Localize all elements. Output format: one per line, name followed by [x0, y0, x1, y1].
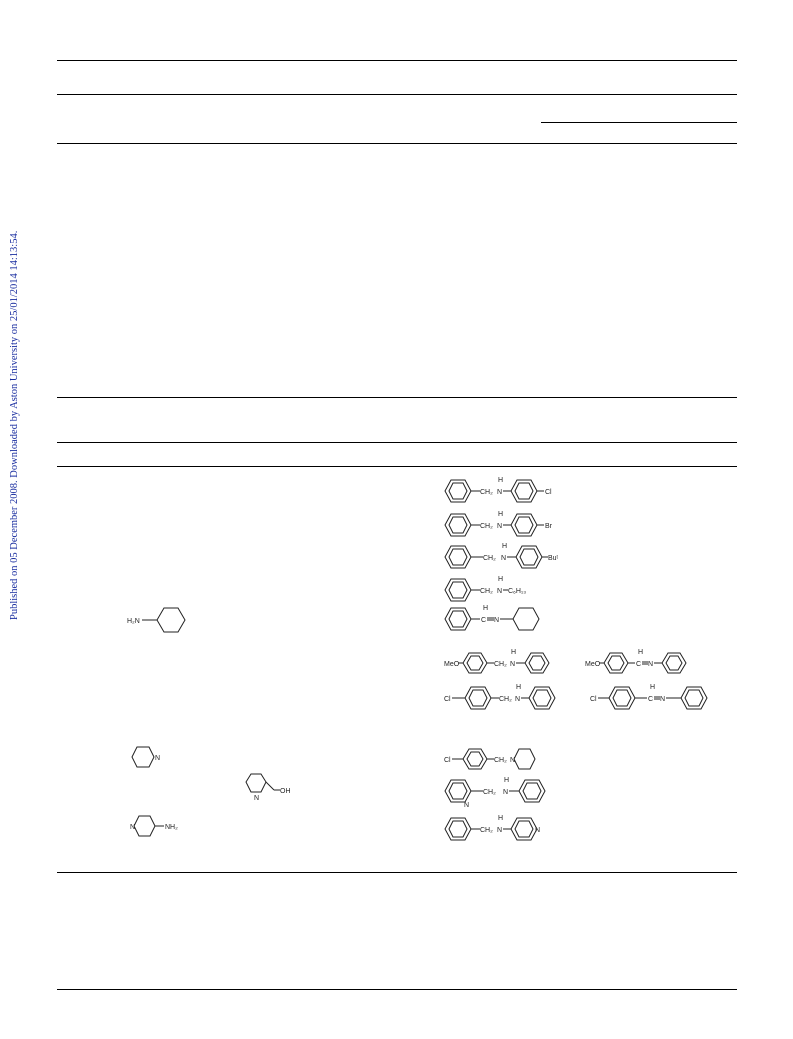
- svg-text:H: H: [483, 605, 488, 612]
- svg-text:MeO: MeO: [585, 661, 601, 668]
- svg-text:NH₂: NH₂: [165, 824, 178, 831]
- structure-product-chloro-amine: Cl CH₂ H N: [444, 684, 556, 710]
- svg-text:Cl: Cl: [590, 696, 597, 703]
- svg-text:MeO: MeO: [444, 661, 460, 668]
- svg-text:C₆H₁₃: C₆H₁₃: [508, 588, 526, 595]
- svg-text:N: N: [535, 827, 540, 834]
- svg-text:N: N: [648, 661, 653, 668]
- download-watermark: Published on 05 December 2008. Downloade…: [9, 230, 20, 620]
- structure-product-chloro-imine: Cl H C N: [590, 684, 708, 710]
- svg-text:C: C: [636, 661, 641, 668]
- structure-cyclohexylamine: H₂N: [127, 607, 186, 633]
- svg-text:N: N: [510, 757, 515, 764]
- svg-text:CH₂: CH₂: [494, 757, 507, 764]
- svg-text:N: N: [515, 696, 520, 703]
- svg-text:Cl: Cl: [444, 757, 451, 764]
- table-header-rule: [57, 94, 737, 95]
- svg-text:H: H: [502, 543, 507, 550]
- svg-text:Br: Br: [545, 523, 553, 530]
- svg-text:CH₂: CH₂: [499, 696, 512, 703]
- svg-text:N: N: [155, 755, 160, 762]
- table2-header-rule: [57, 466, 737, 467]
- structure-piperidine: N: [131, 746, 160, 768]
- svg-text:H: H: [511, 649, 516, 656]
- structure-product-methoxy-imine: MeO H C N: [585, 649, 687, 674]
- structure-product-chlorobenzyl-piperidine: Cl CH₂ N: [444, 748, 536, 770]
- page-footer-rule: [57, 989, 737, 990]
- svg-text:N: N: [660, 696, 665, 703]
- svg-text:CH₂: CH₂: [494, 661, 507, 668]
- structure-product-benzyl-aminopyridine: CH₂ H N N: [444, 815, 540, 841]
- svg-text:N: N: [501, 555, 506, 562]
- svg-text:H: H: [650, 684, 655, 691]
- table-bottom-rule: [57, 397, 737, 398]
- structure-product-chloroaniline: CH₂ H N Cl: [444, 477, 552, 503]
- table-subheader-rule: [541, 122, 737, 123]
- svg-text:CH₂: CH₂: [483, 789, 496, 796]
- table2-bottom-rule: [57, 872, 737, 873]
- structure-product-cyclohexylimine: H C N: [444, 605, 540, 631]
- svg-text:Buᵗ: Buᵗ: [548, 555, 559, 562]
- svg-text:CH₂: CH₂: [480, 588, 493, 595]
- table2-top-rule: [57, 442, 737, 443]
- svg-text:H: H: [638, 649, 643, 656]
- svg-text:N: N: [497, 827, 502, 834]
- structure-product-bromoaniline: CH₂ H N Br: [444, 511, 553, 537]
- structure-product-hexylamine: CH₂ H N C₆H₁₃: [444, 576, 526, 602]
- svg-text:N: N: [503, 789, 508, 796]
- table-header-bottom-rule: [57, 143, 737, 144]
- svg-text:C: C: [481, 617, 486, 624]
- svg-text:CH₂: CH₂: [480, 523, 493, 530]
- svg-text:H: H: [498, 815, 503, 822]
- structure-pyridylmethanol: N OH: [245, 773, 291, 802]
- svg-text:H: H: [498, 576, 503, 583]
- svg-text:N: N: [497, 588, 502, 595]
- svg-text:Cl: Cl: [444, 696, 451, 703]
- svg-text:C: C: [648, 696, 653, 703]
- svg-text:OH: OH: [280, 788, 291, 795]
- structure-aminopyridine: N NH₂: [130, 815, 178, 837]
- svg-text:N: N: [494, 617, 499, 624]
- svg-text:H: H: [504, 777, 509, 784]
- svg-text:N: N: [130, 824, 135, 831]
- svg-text:H: H: [516, 684, 521, 691]
- svg-text:N: N: [464, 802, 469, 809]
- svg-text:H₂N: H₂N: [127, 618, 140, 625]
- svg-text:CH₂: CH₂: [480, 489, 493, 496]
- svg-text:CH₂: CH₂: [483, 555, 496, 562]
- svg-text:Cl: Cl: [545, 489, 552, 496]
- svg-text:N: N: [254, 795, 259, 802]
- svg-text:H: H: [498, 477, 503, 484]
- svg-text:N: N: [497, 523, 502, 530]
- svg-text:H: H: [498, 511, 503, 518]
- svg-text:CH₂: CH₂: [480, 827, 493, 834]
- structure-product-tert-butylaniline: CH₂ H N Buᵗ: [444, 543, 559, 569]
- table-top-rule: [57, 60, 737, 61]
- structure-product-pyridylmethyl-aniline: N CH₂ H N: [444, 777, 546, 809]
- structure-product-methoxy-amine: MeO CH₂ H N: [444, 649, 550, 674]
- svg-text:N: N: [510, 661, 515, 668]
- svg-text:N: N: [497, 489, 502, 496]
